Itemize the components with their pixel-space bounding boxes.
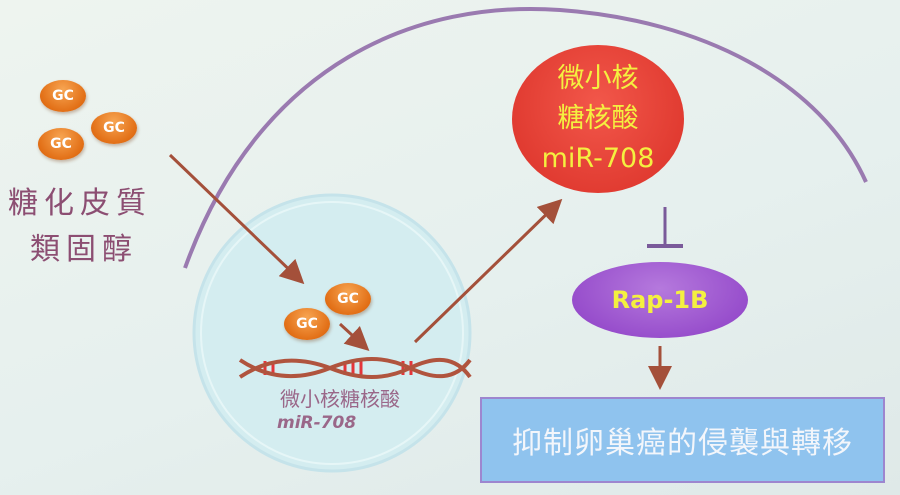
mirna-node: 微小核 糖核酸 miR-708 (512, 45, 684, 193)
inhibition-bar (647, 207, 683, 248)
outcome-box: 抑制卵巢癌的侵襲與轉移 (480, 397, 885, 483)
gene-code: miR-708 (277, 413, 357, 433)
gc-molecule-nucleus: GC (325, 283, 371, 315)
nucleus (192, 193, 472, 473)
gc-molecule: GC (91, 112, 137, 144)
cell-membrane (183, 7, 868, 269)
arrow-gc-dna (338, 322, 370, 352)
stimulus-name-line1: 糖化皮質 (8, 186, 152, 221)
mirna-line3: miR-708 (541, 143, 655, 174)
gc-molecule-nucleus: GC (284, 308, 330, 340)
rap1b-node: Rap-1B (572, 262, 748, 338)
stimulus-name-line2: 類固醇 (30, 232, 138, 267)
mirna-line2: 糖核酸 (557, 103, 639, 134)
gene-label: 微小核糖核酸 (280, 387, 400, 411)
gc-molecule: GC (38, 128, 84, 160)
dna-helix-icon (238, 357, 472, 379)
mirna-line1: 微小核 (557, 63, 639, 94)
arrow-dna-mirna (413, 198, 563, 344)
arrow-gc-enter (168, 153, 305, 285)
gc-molecule: GC (40, 80, 86, 112)
